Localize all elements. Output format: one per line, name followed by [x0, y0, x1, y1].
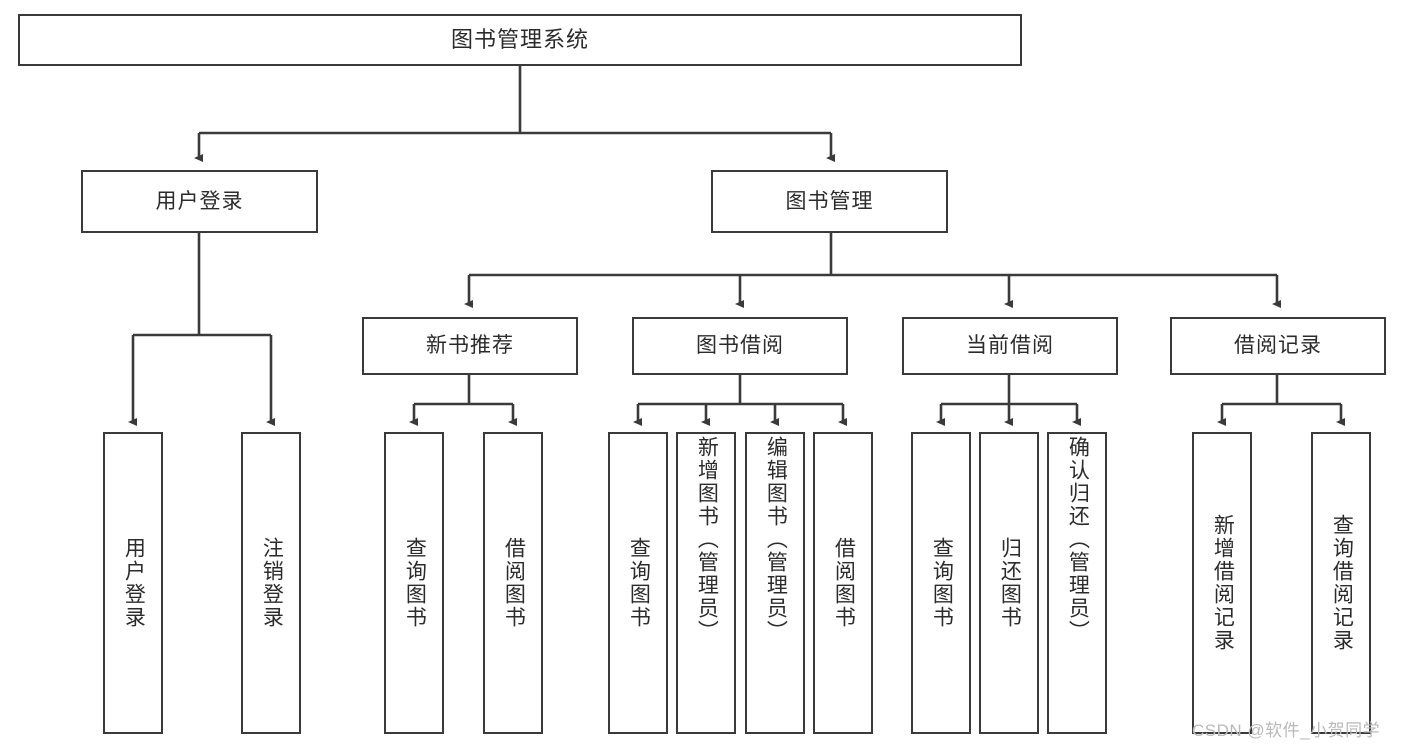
node-leaf-query-book-3[interactable]: 查询图书 — [911, 432, 971, 734]
node-new-book-recommend[interactable]: 新书推荐 — [362, 317, 578, 375]
leaf-text-wrap: 归还图书 — [981, 434, 1037, 732]
csdn-watermark: CSDN @软件_小贺同学 — [1192, 721, 1381, 740]
node-leaf-confirm-return[interactable]: 确认归还（管理员） — [1047, 432, 1107, 734]
node-leaf-add-book-label: 新增图书（管理员） — [695, 436, 719, 643]
node-leaf-borrow-book-2[interactable]: 借阅图书 — [813, 432, 873, 734]
node-root-label: 图书管理系统 — [450, 26, 589, 52]
node-book-management-label: 图书管理 — [785, 189, 874, 213]
node-root[interactable]: 图书管理系统 — [18, 14, 1022, 66]
node-leaf-edit-book[interactable]: 编辑图书（管理员） — [745, 432, 805, 734]
leaf-text-wrap: 确认归还（管理员） — [1049, 432, 1105, 734]
leaf-text-wrap: 查询图书 — [386, 434, 442, 732]
leaf-text-wrap: 查询借阅记录 — [1313, 434, 1369, 732]
node-leaf-confirm-return-label: 确认归还（管理员） — [1066, 436, 1090, 643]
node-leaf-borrow-book-1[interactable]: 借阅图书 — [483, 432, 543, 734]
node-leaf-query-book-2-label: 查询图书 — [627, 537, 651, 629]
node-leaf-return-book-label: 归还图书 — [998, 537, 1022, 629]
node-book-borrow-label: 图书借阅 — [696, 334, 784, 358]
node-user-login[interactable]: 用户登录 — [81, 170, 318, 233]
node-leaf-edit-book-label: 编辑图书（管理员） — [764, 436, 788, 643]
node-leaf-add-record[interactable]: 新增借阅记录 — [1192, 432, 1252, 734]
node-leaf-query-book-1-label: 查询图书 — [403, 537, 427, 629]
node-current-borrow-label: 当前借阅 — [966, 334, 1054, 358]
leaf-text-wrap: 用户登录 — [105, 434, 161, 732]
leaf-text-wrap: 借阅图书 — [485, 434, 541, 732]
node-leaf-user-logout[interactable]: 注销登录 — [241, 432, 301, 734]
leaf-text-wrap: 新增借阅记录 — [1194, 434, 1250, 732]
node-leaf-borrow-book-1-label: 借阅图书 — [502, 537, 526, 629]
node-borrow-record[interactable]: 借阅记录 — [1170, 317, 1386, 375]
node-leaf-query-book-2[interactable]: 查询图书 — [608, 432, 668, 734]
node-leaf-user-login[interactable]: 用户登录 — [103, 432, 163, 734]
node-leaf-user-logout-label: 注销登录 — [260, 537, 284, 629]
leaf-text-wrap: 查询图书 — [610, 434, 666, 732]
node-leaf-return-book[interactable]: 归还图书 — [979, 432, 1039, 734]
node-new-book-recommend-label: 新书推荐 — [426, 334, 514, 358]
node-leaf-query-record[interactable]: 查询借阅记录 — [1311, 432, 1371, 734]
leaf-text-wrap: 编辑图书（管理员） — [747, 432, 803, 734]
leaf-text-wrap: 借阅图书 — [815, 434, 871, 732]
node-leaf-add-book[interactable]: 新增图书（管理员） — [676, 432, 736, 734]
node-book-borrow[interactable]: 图书借阅 — [632, 317, 848, 375]
node-leaf-query-record-label: 查询借阅记录 — [1330, 514, 1354, 652]
node-current-borrow[interactable]: 当前借阅 — [902, 317, 1118, 375]
node-leaf-query-book-1[interactable]: 查询图书 — [384, 432, 444, 734]
leaf-text-wrap: 注销登录 — [243, 434, 299, 732]
leaf-text-wrap: 查询图书 — [913, 434, 969, 732]
node-borrow-record-label: 借阅记录 — [1234, 334, 1322, 358]
node-user-login-label: 用户登录 — [155, 189, 244, 213]
leaf-text-wrap: 新增图书（管理员） — [678, 432, 734, 734]
node-leaf-user-login-label: 用户登录 — [122, 537, 146, 629]
node-leaf-query-book-3-label: 查询图书 — [930, 537, 954, 629]
node-leaf-add-record-label: 新增借阅记录 — [1211, 514, 1235, 652]
node-book-management[interactable]: 图书管理 — [711, 170, 948, 233]
node-leaf-borrow-book-2-label: 借阅图书 — [832, 537, 856, 629]
